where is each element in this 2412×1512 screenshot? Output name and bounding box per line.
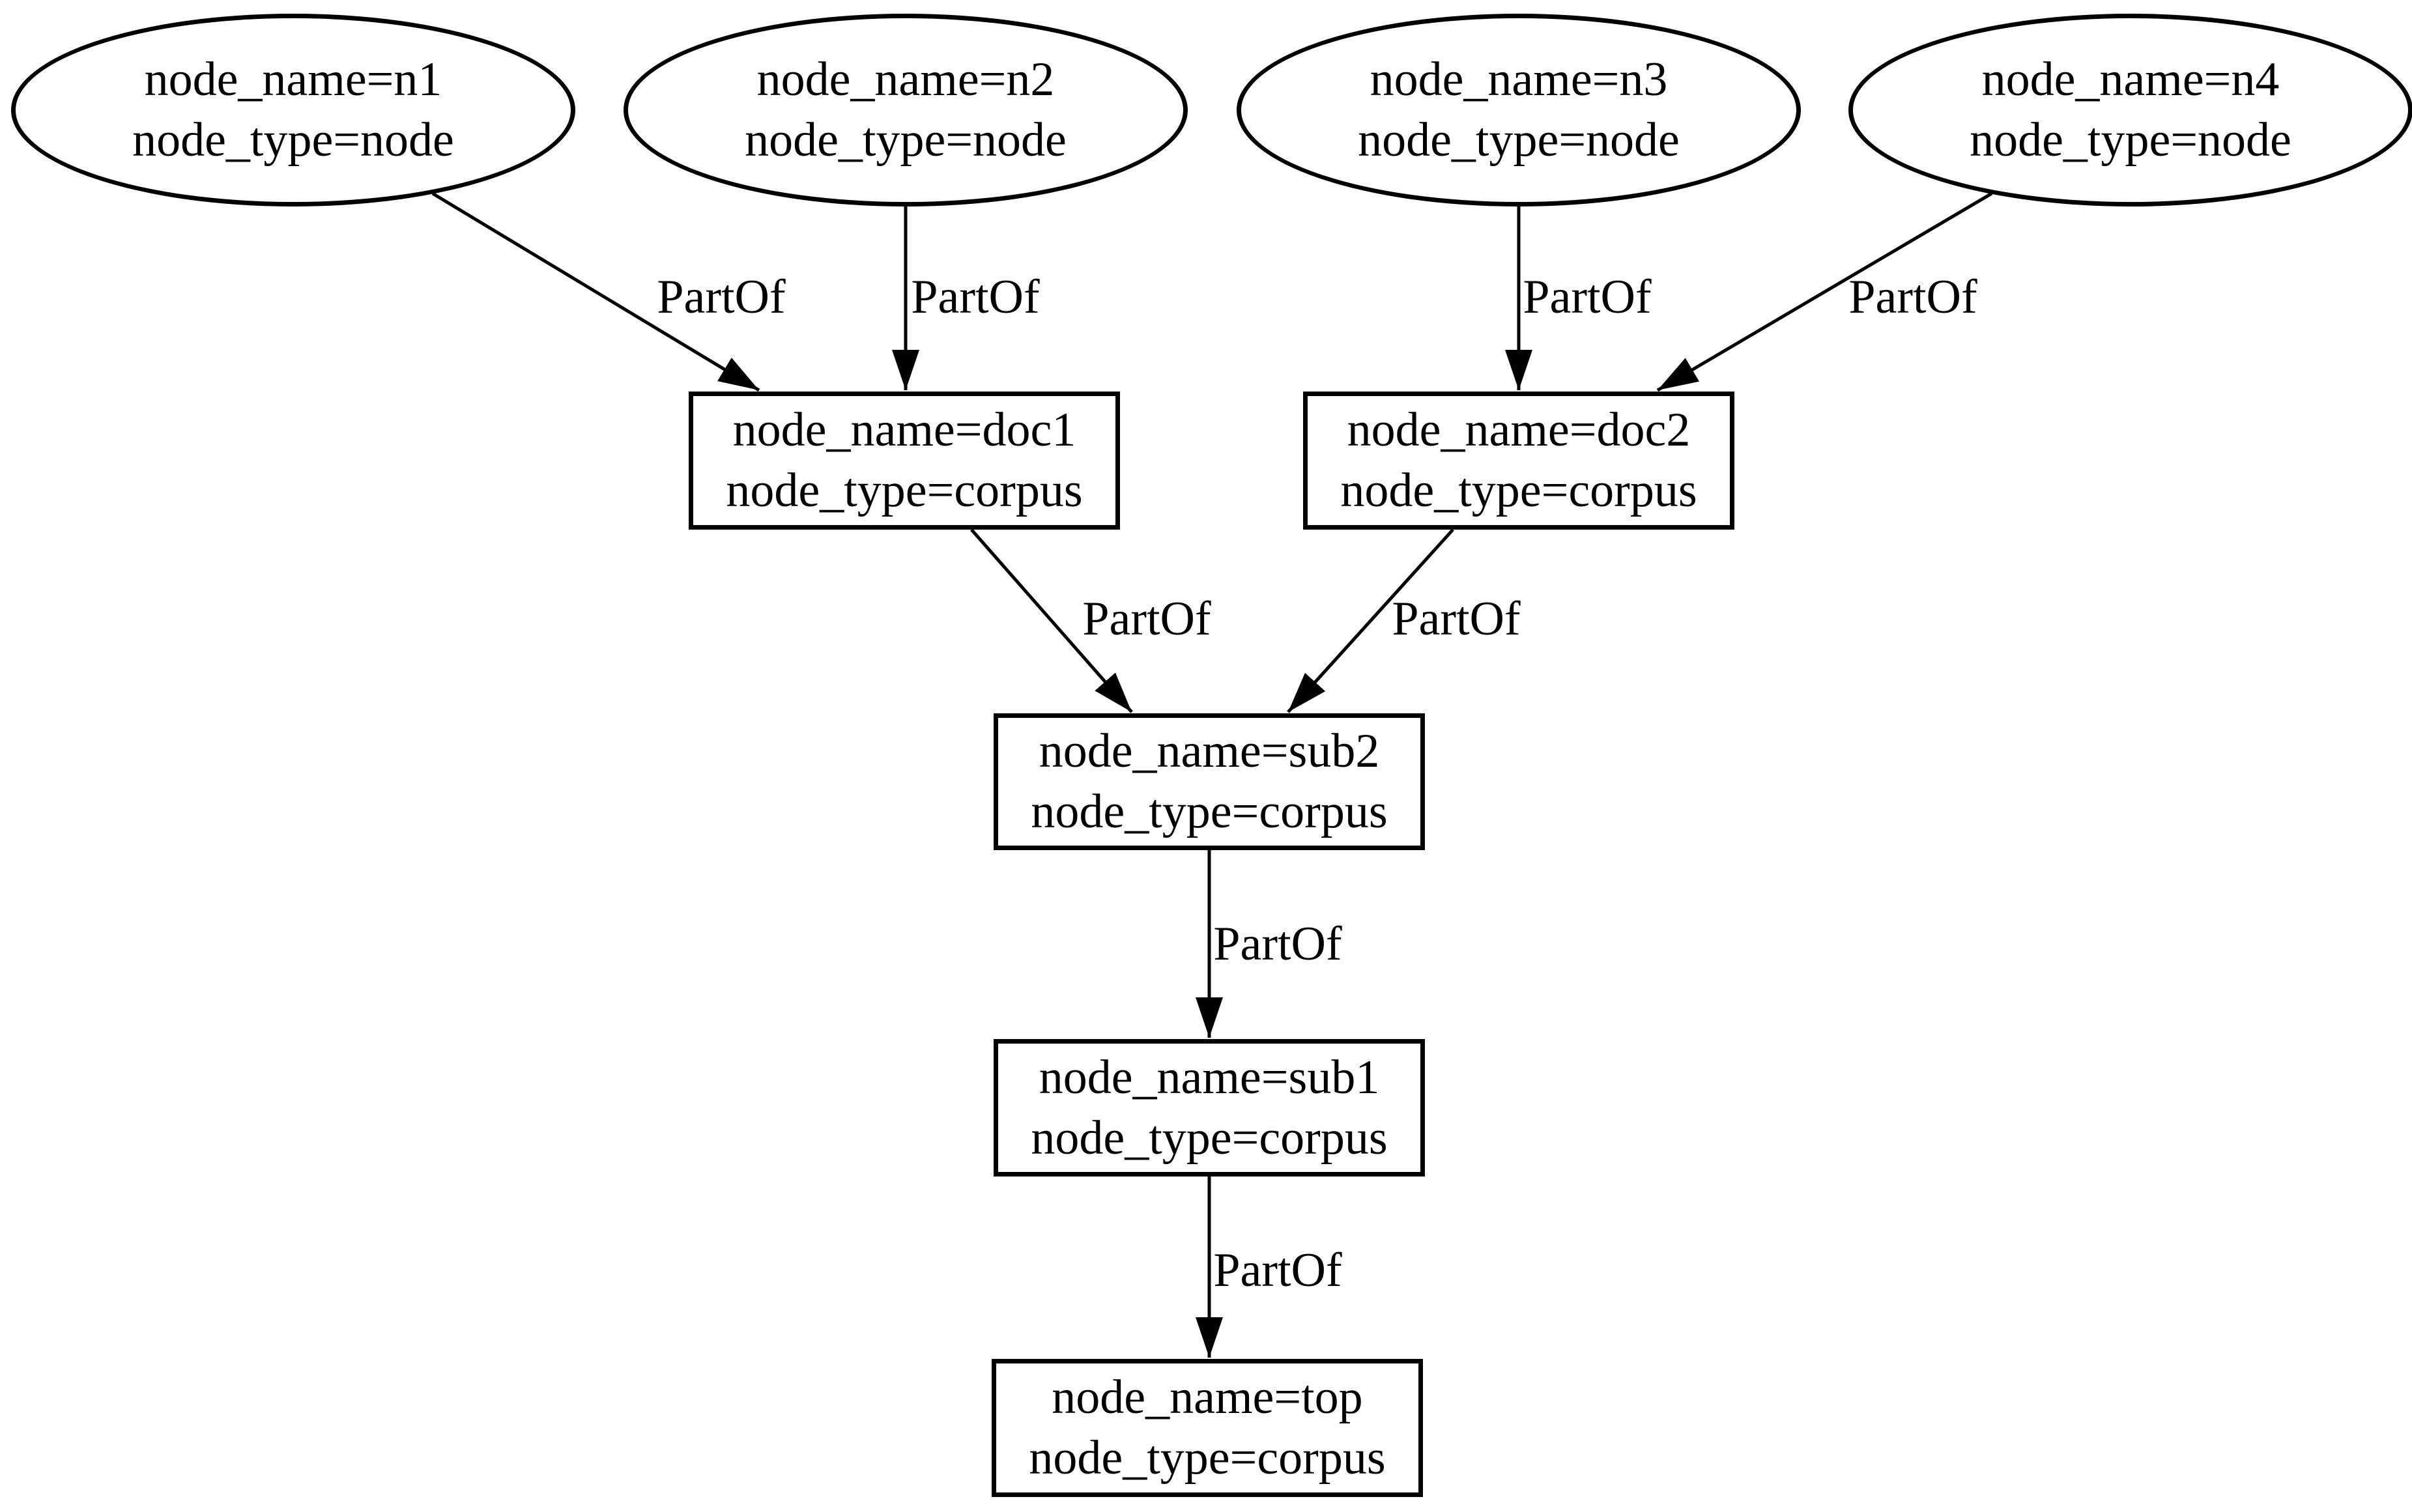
edge-label-n1-doc1: PartOf	[657, 270, 786, 324]
node-n3-name-line: node_name=n3	[1370, 53, 1668, 106]
node-doc1-type-line: node_type=corpus	[726, 464, 1083, 517]
node-top-name-line: node_name=top	[1052, 1371, 1363, 1424]
node-doc2-name-line: node_name=doc2	[1347, 403, 1691, 457]
edge-n4-doc2-line	[1656, 192, 1993, 392]
edge-label-n4-doc2: PartOf	[1848, 270, 1977, 324]
node-n2: node_name=n2 node_type=node	[624, 14, 1188, 207]
node-n2-name-line: node_name=n2	[756, 53, 1055, 106]
node-doc1-name-line: node_name=doc1	[732, 403, 1076, 457]
edge-label-doc1-sub2: PartOf	[1082, 592, 1211, 646]
node-n3-type-line: node_type=node	[1358, 113, 1680, 167]
edge-n1-doc1-line	[431, 192, 760, 392]
node-top-type-line: node_type=corpus	[1029, 1431, 1386, 1485]
edge-doc2-sub2-line	[1287, 528, 1454, 713]
node-sub1-name-line: node_name=sub1	[1039, 1050, 1380, 1104]
node-doc2: node_name=doc2 node_type=corpus	[1303, 392, 1734, 530]
node-n2-type-line: node_type=node	[745, 113, 1067, 167]
node-sub1: node_name=sub1 node_type=corpus	[994, 1039, 1425, 1177]
node-doc2-type-line: node_type=corpus	[1340, 464, 1697, 517]
node-n1: node_name=n1 node_type=node	[11, 14, 575, 207]
node-n4: node_name=n4 node_type=node	[1848, 14, 2412, 207]
edge-label-sub1-top: PartOf	[1213, 1244, 1342, 1297]
node-n1-type-line: node_type=node	[132, 113, 454, 167]
node-sub2-type-line: node_type=corpus	[1031, 785, 1388, 838]
edge-label-sub2-sub1: PartOf	[1213, 917, 1342, 971]
node-n4-name-line: node_name=n4	[1981, 53, 2280, 106]
node-n1-name-line: node_name=n1	[144, 53, 442, 106]
edge-doc1-sub2-line	[970, 528, 1133, 713]
edge-label-doc2-sub2: PartOf	[1392, 592, 1521, 646]
node-sub2: node_name=sub2 node_type=corpus	[994, 713, 1425, 850]
node-doc1: node_name=doc1 node_type=corpus	[689, 392, 1120, 530]
node-n3: node_name=n3 node_type=node	[1237, 14, 1801, 207]
edge-label-n2-doc1: PartOf	[911, 270, 1040, 324]
node-sub1-type-line: node_type=corpus	[1031, 1111, 1388, 1165]
node-n4-type-line: node_type=node	[1970, 113, 2291, 167]
node-top: node_name=top node_type=corpus	[992, 1359, 1423, 1497]
node-sub2-name-line: node_name=sub2	[1039, 724, 1380, 778]
edge-label-n3-doc2: PartOf	[1523, 270, 1652, 324]
